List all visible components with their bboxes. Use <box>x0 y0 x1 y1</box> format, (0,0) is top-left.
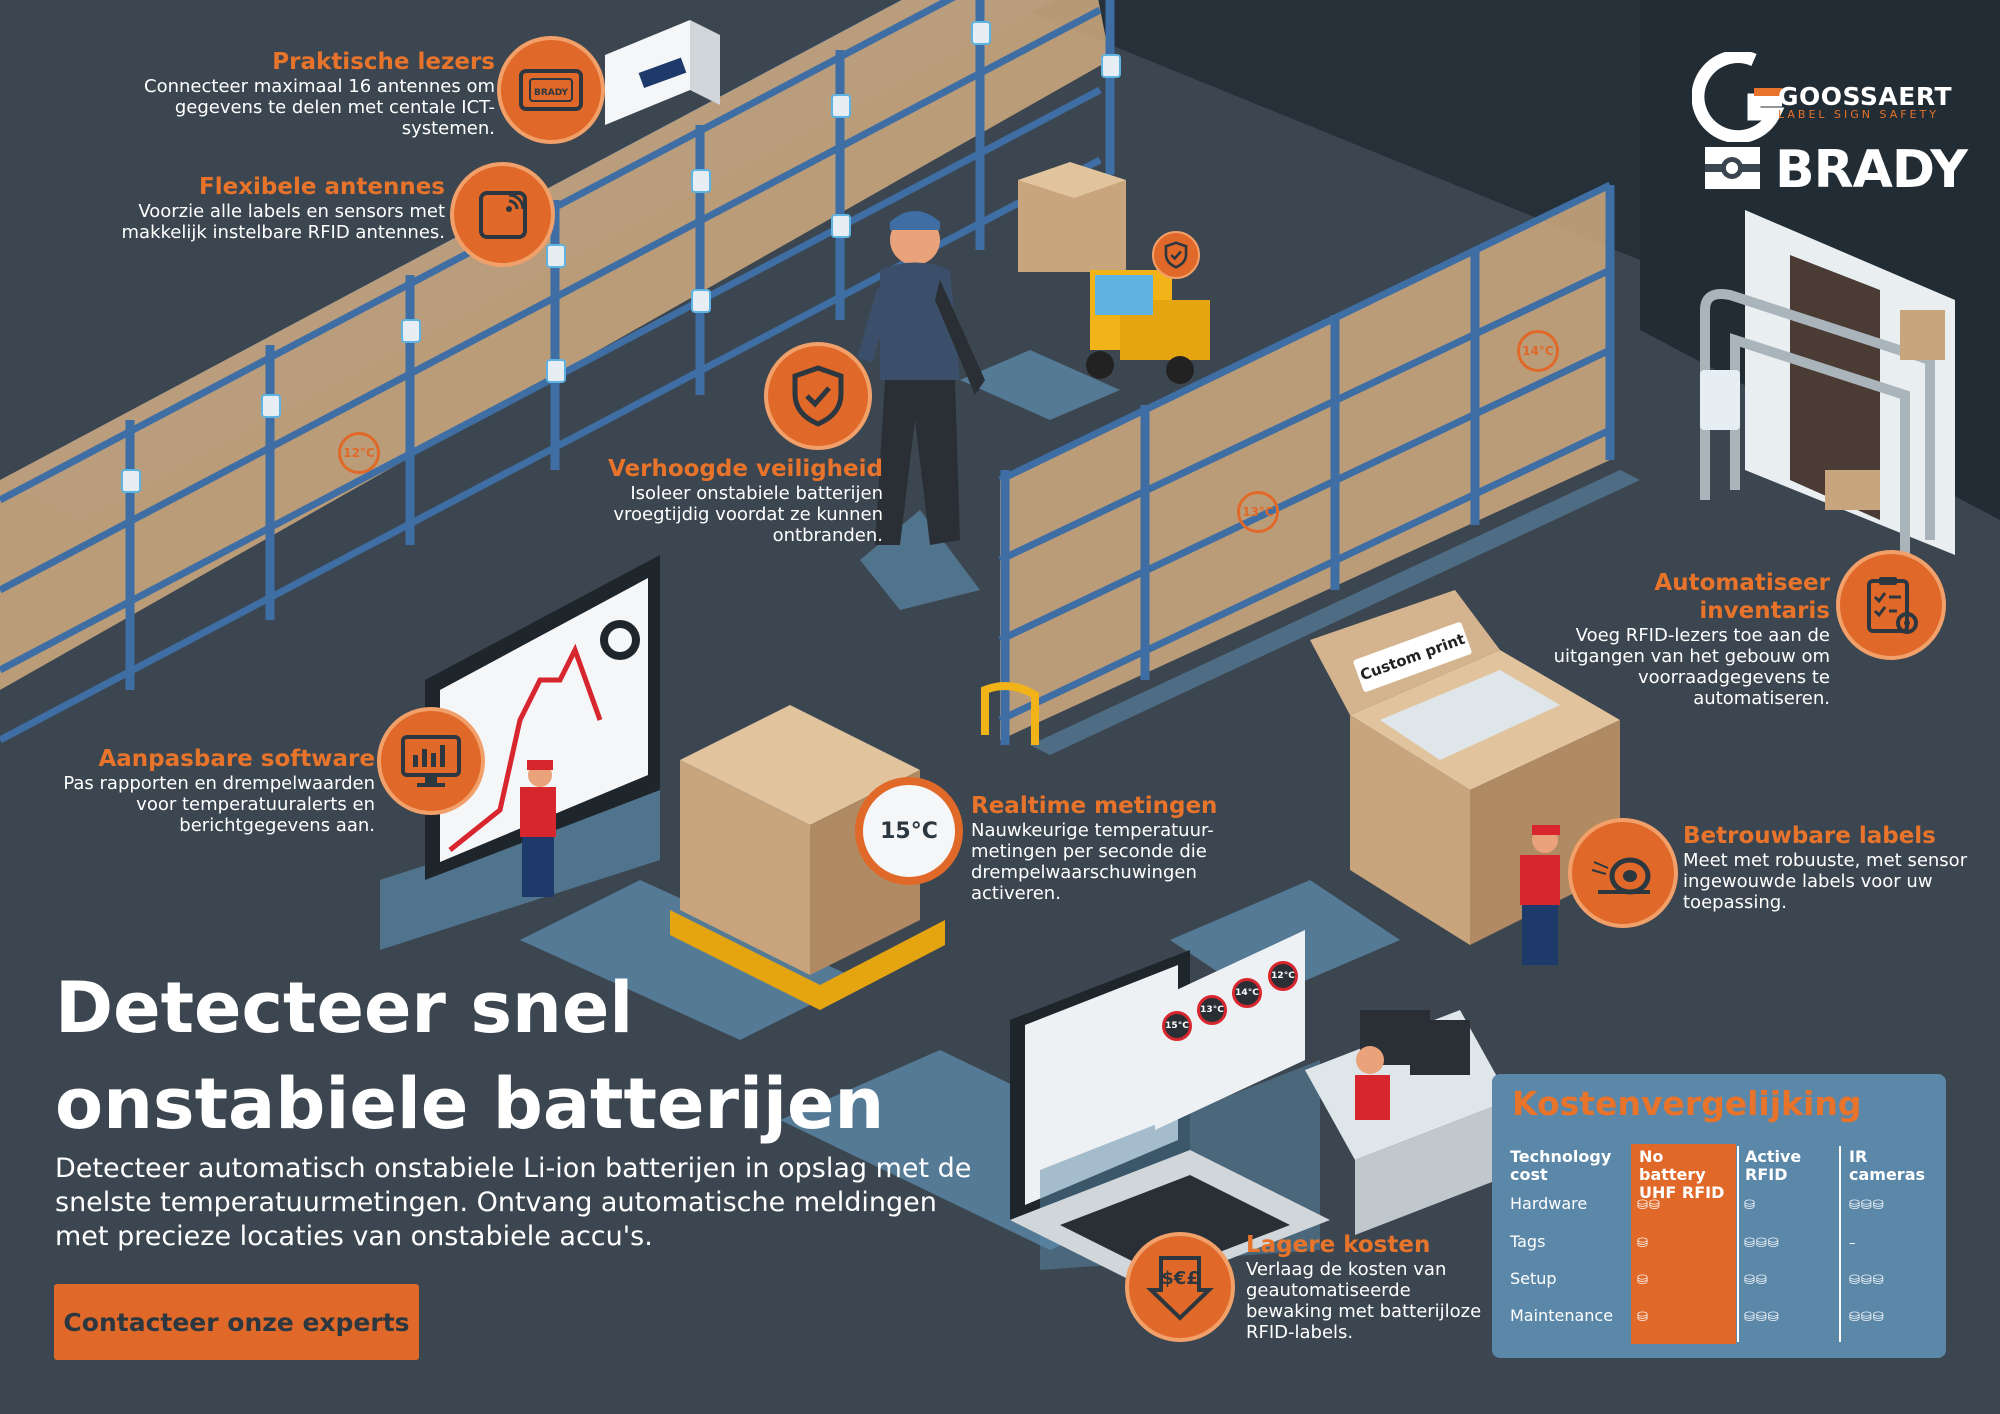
feature-title: Verhoogde veiligheid <box>607 456 883 482</box>
feature-title: Flexibele antennes <box>199 174 445 200</box>
divider <box>1737 1146 1739 1342</box>
feature-title: Betrouwbare labels <box>1683 823 1936 849</box>
feature-desc: Nauwkeurige temperatuur-metingen per sec… <box>971 820 1214 904</box>
feature-desc: Connecteer maximaal 16 antennes om gegev… <box>144 76 495 139</box>
feature-realtime: Realtime metingen Nauwkeurige temperatuu… <box>971 792 1251 904</box>
brady-logo-text: BRADY <box>1775 140 1968 200</box>
rfid-reader-device <box>605 20 720 125</box>
realtime-temp-value: 15°C <box>880 818 938 844</box>
brady-logo-icon <box>1705 147 1760 189</box>
reader-icon: BRADY <box>497 36 605 144</box>
contact-experts-button[interactable]: Contacteer onze experts <box>54 1284 419 1360</box>
cost-comparison-panel: Kostenvergelijking Technology cost No ba… <box>1492 1074 1946 1358</box>
cost-coins-icon: ⛁ <box>1637 1310 1649 1325</box>
column-header-tech: Technology cost <box>1510 1147 1612 1184</box>
column-header-uhf: No battery UHF RFID <box>1639 1147 1725 1202</box>
worker-at-monitor <box>520 760 556 897</box>
feature-costs: Lagere kosten Verlaag de kosten van geau… <box>1246 1231 1491 1343</box>
cost-coins-icon: ⛁⛁ <box>1744 1273 1768 1288</box>
column-header-ir: IR cameras <box>1849 1147 1926 1184</box>
cost-coins-icon: ⛁⛁⛁ <box>1849 1273 1885 1288</box>
feature-desc: Pas rapporten en drempelwaarden voor tem… <box>63 773 375 836</box>
divider <box>1839 1146 1841 1342</box>
cost-comparison-title: Kostenvergelijking <box>1512 1084 1862 1123</box>
cost-coins-icon: – <box>1849 1236 1857 1251</box>
forklift <box>1018 162 1210 384</box>
cost-coins-icon: ⛁⛁ <box>1637 1198 1661 1213</box>
forklift-shield-icon <box>1152 231 1200 279</box>
headline-line-1: Detecteer snel <box>55 967 634 1049</box>
svg-text:$€£: $€£ <box>1161 1268 1199 1289</box>
software-monitor-icon <box>377 707 485 815</box>
goossaert-tagline: LABEL SIGN SAFETY <box>1778 108 1939 121</box>
cost-row-label: Setup <box>1510 1269 1557 1288</box>
cost-row-label: Hardware <box>1510 1194 1588 1213</box>
screen-temp-badge: 12°C <box>1268 961 1298 991</box>
temp-badge-12: 12°C <box>338 432 380 474</box>
feature-desc: Meet met robuuste, met sensor ingewouwde… <box>1683 850 1968 913</box>
right-shelving <box>998 181 1640 755</box>
temp-badge-13: 13°C <box>1237 491 1279 533</box>
screen-temp-badge: 14°C <box>1232 978 1262 1008</box>
cost-row-label: Maintenance <box>1510 1306 1614 1325</box>
feature-title: Aanpasbare software <box>98 746 375 772</box>
worker-with-label <box>1520 825 1560 965</box>
antenna-icon <box>450 162 555 267</box>
page-headline: Detecteer snel onstabiele batterijen <box>55 960 955 1152</box>
feature-title: Automatiseer inventaris <box>1654 570 1830 624</box>
feature-antennas: Flexibele antennes Voorzie alle labels e… <box>90 173 445 243</box>
cost-coins-icon: ⛁ <box>1744 1198 1756 1213</box>
feature-readers: Praktische lezers Connecteer maximaal 16… <box>100 48 495 139</box>
feature-title: Lagere kosten <box>1246 1232 1431 1258</box>
headline-line-2: onstabiele batterijen <box>55 1063 885 1145</box>
feature-title: Praktische lezers <box>272 49 495 75</box>
label-roll-icon <box>1568 818 1678 928</box>
shield-icon <box>764 342 872 450</box>
cost-coins-icon: ⛁⛁⛁ <box>1744 1236 1780 1251</box>
feature-desc: Voeg RFID-lezers toe aan de uitgangen va… <box>1553 625 1830 709</box>
cost-row-label: Tags <box>1510 1232 1546 1251</box>
feature-software: Aanpasbare software Pas rapporten en dre… <box>50 745 375 836</box>
realtime-temp-icon: 15°C <box>855 777 963 885</box>
screen-temp-badge: 13°C <box>1197 995 1227 1025</box>
desk-workstation <box>1305 1010 1510 1235</box>
column-header-active: Active RFID <box>1745 1147 1802 1184</box>
highlight-column <box>1631 1144 1736 1344</box>
temperature-screen <box>1155 930 1305 1130</box>
cost-arrow-icon: $€£ <box>1125 1232 1235 1342</box>
walking-worker <box>857 211 985 610</box>
exit-gate <box>1700 210 1955 555</box>
cost-coins-icon: ⛁⛁⛁ <box>1849 1310 1885 1325</box>
dashboard-monitor <box>380 555 660 950</box>
goossaert-logo-icon <box>1692 52 1785 142</box>
temp-badge-14: 14°C <box>1517 330 1559 372</box>
goossaert-logo-text: GOOSSAERT <box>1778 82 1953 111</box>
cost-coins-icon: ⛁⛁⛁ <box>1744 1310 1780 1325</box>
svg-text:BRADY: BRADY <box>534 88 569 98</box>
clipboard-gear-icon <box>1836 550 1946 660</box>
cost-coins-icon: ⛁ <box>1637 1273 1649 1288</box>
laptop <box>1010 950 1330 1290</box>
feature-safety: Verhoogde veiligheid Isoleer onstabiele … <box>560 455 883 546</box>
cost-coins-icon: ⛁⛁⛁ <box>1849 1198 1885 1213</box>
cost-coins-icon: ⛁ <box>1637 1236 1649 1251</box>
feature-inventory: Automatiseer inventaris Voeg RFID-lezers… <box>1520 569 1830 709</box>
feature-desc: Verlaag de kosten van geautomatiseerde b… <box>1246 1259 1482 1343</box>
feature-desc: Isoleer onstabiele batterijen vroegtijdi… <box>613 483 883 546</box>
page-subtext: Detecteer automatisch onstabiele Li-ion … <box>55 1153 972 1252</box>
feature-desc: Voorzie alle labels en sensors met makke… <box>121 201 445 243</box>
feature-labels: Betrouwbare labels Meet met robuuste, me… <box>1683 822 1983 913</box>
screen-temp-badge: 15°C <box>1162 1011 1192 1041</box>
feature-title: Realtime metingen <box>971 793 1218 819</box>
